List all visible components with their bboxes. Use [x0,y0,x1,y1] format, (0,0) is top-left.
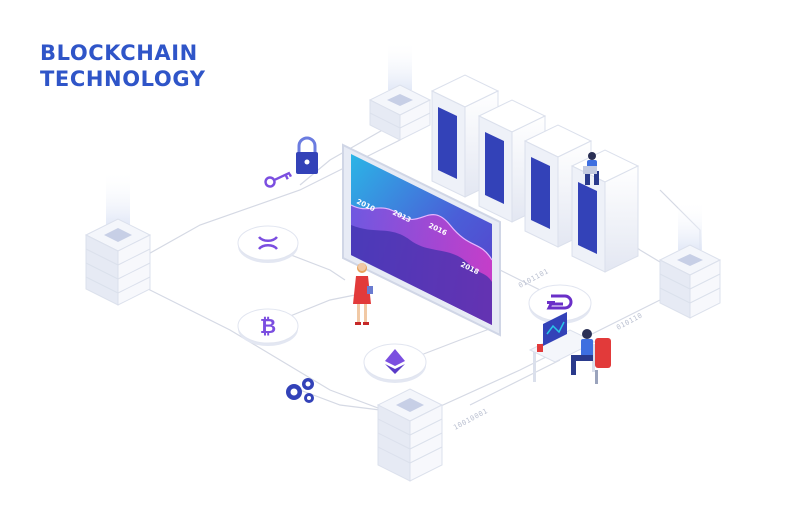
svg-text:₿: ₿ [260,314,276,338]
bitcoin-coin-icon: ₿ [237,308,299,346]
ethereum-coin-icon [363,343,427,383]
person-on-server [583,152,599,185]
gears-icon [286,378,314,403]
ripple-coin-icon [237,225,299,263]
binary-code: 010110 [615,311,644,331]
lock-icon [296,136,318,174]
title-line-2: TECHNOLOGY [40,67,206,91]
server-tower [570,149,640,273]
server-stack-bottom [376,388,444,482]
server-stack-top [368,40,432,141]
page-title: BLOCKCHAIN TECHNOLOGY [40,40,206,92]
dash-coin-icon [528,284,592,324]
chart-display: 2010 2013 2016 2018 [342,143,501,337]
server-stack-left [84,170,152,306]
person-woman [353,263,373,325]
key-icon [264,171,292,188]
title-line-1: BLOCKCHAIN [40,41,198,65]
person-at-desk [528,312,611,384]
binary-code: 10010001 [452,407,489,432]
server-towers [430,74,640,273]
server-stack-right [658,200,722,319]
